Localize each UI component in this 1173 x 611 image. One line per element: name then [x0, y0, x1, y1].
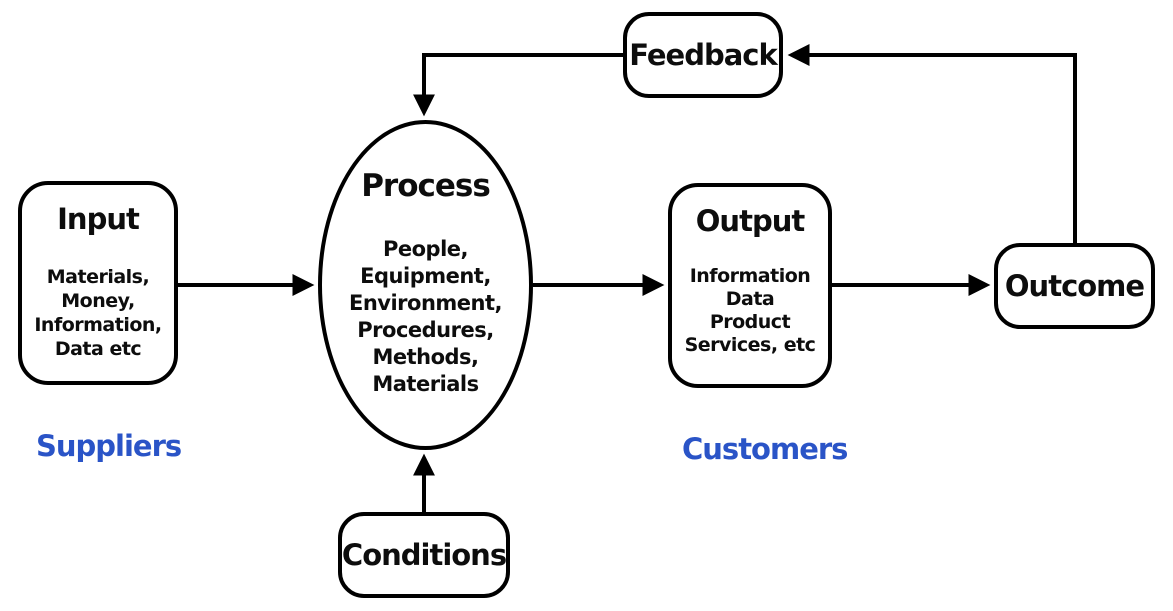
node-process-title: Process — [361, 168, 491, 204]
node-output-title: Output — [695, 204, 805, 238]
arrow-feedback-to-process — [413, 53, 623, 117]
node-process-body: People, Equipment, Environment, Procedur… — [322, 236, 529, 398]
node-input-line: Data etc — [54, 338, 142, 360]
node-process-line: Environment, — [348, 291, 503, 315]
node-process-line: Materials — [372, 372, 479, 396]
node-process-line: Methods, — [372, 345, 479, 369]
node-feedback: Feedback — [623, 12, 783, 98]
label-suppliers: Suppliers — [36, 429, 182, 463]
node-process-line: People, — [382, 237, 469, 261]
node-process: Process People, Equipment, Environment, … — [318, 120, 533, 450]
node-input-line: Money, — [61, 290, 135, 312]
node-outcome: Outcome — [994, 243, 1155, 329]
node-process-line: Procedures, — [357, 318, 494, 342]
node-input-line: Information, — [34, 314, 162, 336]
node-output-line: Data — [725, 288, 775, 310]
node-process-line: Equipment, — [360, 264, 491, 288]
arrow-outcome-to-feedback — [787, 44, 1077, 243]
node-input-title: Input — [57, 202, 140, 236]
node-input: Input Materials, Money, Information, Dat… — [18, 181, 178, 385]
node-conditions-title: Conditions — [341, 538, 507, 572]
node-input-line: Materials, — [46, 266, 150, 288]
node-output-body: Information Data Product Services, etc — [672, 265, 828, 357]
node-conditions: Conditions — [338, 512, 510, 598]
node-output-line: Services, etc — [684, 334, 816, 356]
node-output-line: Information — [689, 265, 811, 287]
node-output-line: Product — [709, 311, 791, 333]
node-input-body: Materials, Money, Information, Data etc — [22, 265, 174, 361]
node-output: Output Information Data Product Services… — [668, 183, 832, 388]
node-feedback-title: Feedback — [629, 38, 778, 72]
node-outcome-title: Outcome — [1004, 269, 1145, 303]
label-customers: Customers — [682, 432, 848, 466]
